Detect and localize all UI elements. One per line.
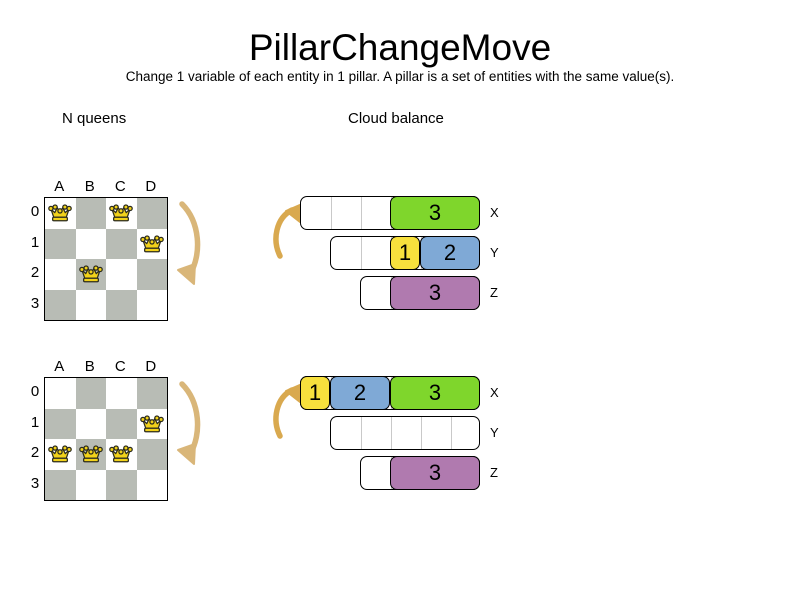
cloud-bar-divider [361,237,362,269]
board-row-label: 2 [30,444,40,461]
board-column-label: D [145,358,157,375]
cloud-bar-label: Z [490,285,498,300]
board-cell[interactable] [45,259,76,290]
board-cell[interactable] [75,198,106,229]
board-cell[interactable] [106,408,137,439]
board-cell[interactable] [136,228,167,259]
cloud-bar-segment[interactable]: 1 [300,376,330,410]
board-cell[interactable] [45,228,76,259]
board-cell[interactable] [106,228,137,259]
board-cell[interactable] [106,469,137,500]
board-cell[interactable] [75,408,106,439]
board-row-label: 0 [30,203,40,220]
board-cell[interactable] [45,378,76,409]
board-cell[interactable] [45,198,76,229]
page-subtitle: Change 1 variable of each entity in 1 pi… [125,69,675,84]
section-heading-nqueens: N queens [62,110,127,127]
board-cell[interactable] [45,439,76,470]
board-column-labels: A B C D [44,358,166,376]
board-row-label: 0 [30,383,40,400]
board-column-label: C [114,358,126,375]
cloud-bar-segment[interactable]: 2 [330,376,390,410]
board-row-label: 3 [30,294,40,312]
cloud-bar-track[interactable] [330,416,480,450]
board-cell[interactable] [106,378,137,409]
cloud-bar-divider [451,417,452,449]
board-cell[interactable] [106,289,137,320]
board-column-label: A [54,358,65,375]
board-column-label: C [114,178,126,195]
cloud-bar-segment[interactable]: 1 [390,236,420,270]
cloud-bar-label: Y [490,425,499,440]
board-column-label: B [84,358,95,375]
cloud-bar-segment[interactable]: 2 [420,236,480,270]
cloud-bar-label: X [490,205,499,220]
board-row-labels: 0 1 2 3 [28,377,42,499]
board-cell[interactable] [136,198,167,229]
board-cell[interactable] [136,289,167,320]
board-cell[interactable] [136,378,167,409]
board-row-label: 2 [30,264,40,281]
cloud-bar-segment[interactable]: 3 [390,456,480,490]
cloud-bar-row: Y [295,416,499,450]
board-cell[interactable] [75,378,106,409]
board-cell[interactable] [106,439,137,470]
board-cell[interactable] [45,408,76,439]
board-row-label: 3 [30,474,40,492]
board-column-label: B [84,178,95,195]
board-cell[interactable] [106,259,137,290]
cloud-bar-segment[interactable]: 3 [390,376,480,410]
board-cell[interactable] [136,469,167,500]
nqueens-board-after: A B C D 0 1 2 3 [28,358,208,508]
board-cell[interactable] [136,259,167,290]
section-heading-cloud-balance: Cloud balance [348,110,444,127]
board-column-label: D [145,178,157,195]
cloud-bar-divider [361,197,362,229]
board-cell[interactable] [106,198,137,229]
board-cell[interactable] [75,289,106,320]
cloud-bar-label: X [490,385,499,400]
chess-board [44,197,168,321]
cloud-bar-segment[interactable]: 3 [390,196,480,230]
board-cell[interactable] [136,439,167,470]
nqueens-board-before: A B C D 0 1 2 3 [28,178,208,328]
cloud-bar-divider [421,417,422,449]
board-cell[interactable] [75,469,106,500]
cloud-bar-divider [361,417,362,449]
board-cell[interactable] [45,469,76,500]
board-row-label: 1 [30,233,40,251]
cloud-bar-divider [391,417,392,449]
cloud-bar-label: Y [490,245,499,260]
board-column-labels: A B C D [44,178,166,196]
cloud-bar-segment[interactable]: 3 [390,276,480,310]
board-cell[interactable] [75,228,106,259]
board-column-label: A [54,178,65,195]
cloud-bar-divider [331,197,332,229]
board-cell[interactable] [45,289,76,320]
board-row-labels: 0 1 2 3 [28,197,42,319]
board-cell[interactable] [75,439,106,470]
board-cell[interactable] [75,259,106,290]
board-cell[interactable] [136,408,167,439]
page-title: PillarChangeMove [248,27,552,68]
board-row-label: 1 [30,413,40,431]
chess-board [44,377,168,501]
cloud-bar-label: Z [490,465,498,480]
